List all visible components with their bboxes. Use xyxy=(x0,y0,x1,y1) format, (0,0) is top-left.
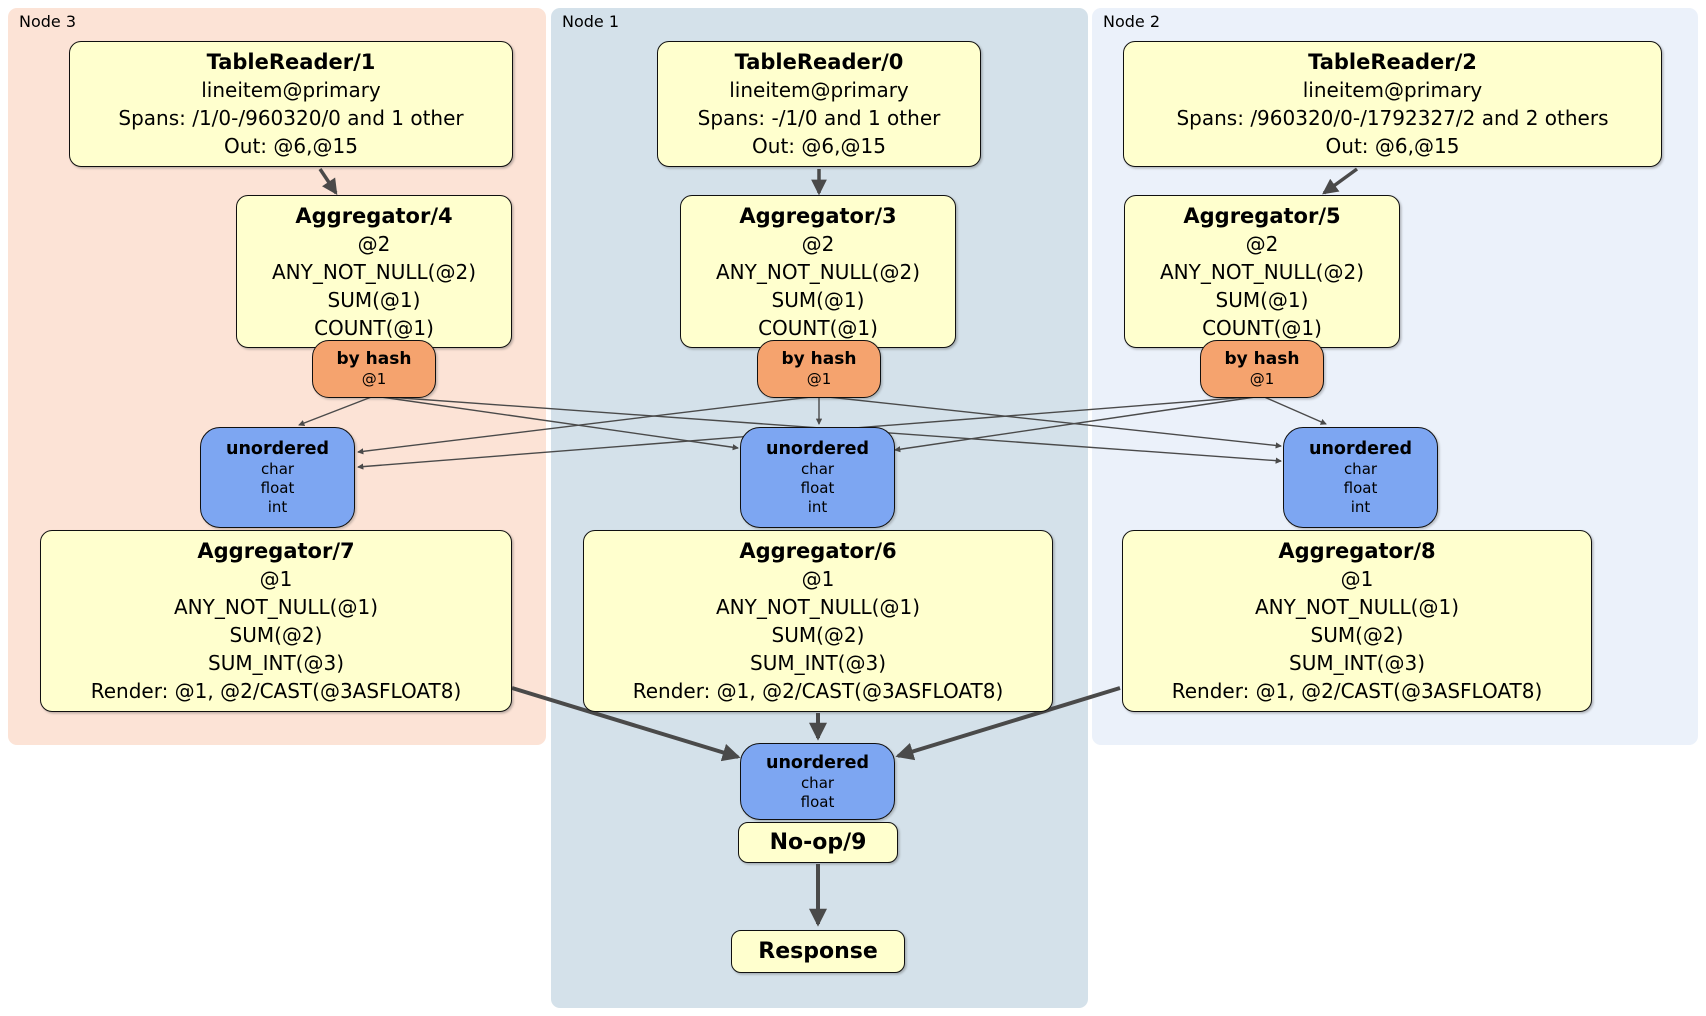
hash-router-4: by hash @1 xyxy=(312,340,436,398)
tablereader-2-out: Out: @6,@15 xyxy=(1325,134,1460,158)
aggregator-4-box: Aggregator/4 @2 ANY_NOT_NULL(@2) SUM(@1)… xyxy=(236,195,512,348)
aggregator-8-line: Render: @1, @2/CAST(@3ASFLOAT8) xyxy=(1171,679,1543,703)
hash-router-5-key: @1 xyxy=(1249,370,1275,388)
tablereader-2-spans: Spans: /960320/0-/1792327/2 and 2 others xyxy=(1176,106,1609,130)
node1-label: Node 1 xyxy=(562,12,620,31)
tablereader-0-box: TableReader/0 lineitem@primary Spans: -/… xyxy=(657,41,981,167)
hash-router-3: by hash @1 xyxy=(757,340,881,398)
aggregator-7-box: Aggregator/7 @1 ANY_NOT_NULL(@1) SUM(@2)… xyxy=(40,530,512,712)
hash-router-5: by hash @1 xyxy=(1200,340,1324,398)
aggregator-7-line: @1 xyxy=(259,567,293,591)
response-title: Response xyxy=(758,938,878,964)
final-unordered-sync-label: unordered xyxy=(766,752,869,773)
tablereader-1-title: TableReader/1 xyxy=(206,50,376,74)
aggregator-8-line: @1 xyxy=(1340,567,1374,591)
aggregator-7-line: SUM_INT(@3) xyxy=(208,651,344,675)
tablereader-1-spans: Spans: /1/0-/960320/0 and 1 other xyxy=(118,106,464,130)
node3-label: Node 3 xyxy=(19,12,77,31)
aggregator-8-line: SUM_INT(@3) xyxy=(1289,651,1425,675)
aggregator-6-line: ANY_NOT_NULL(@1) xyxy=(716,595,920,619)
sync-type: float xyxy=(800,479,835,497)
aggregator-4-line: ANY_NOT_NULL(@2) xyxy=(272,259,476,284)
response-box: Response xyxy=(731,930,905,973)
aggregator-5-box: Aggregator/5 @2 ANY_NOT_NULL(@2) SUM(@1)… xyxy=(1124,195,1400,348)
aggregator-8-line: SUM(@2) xyxy=(1310,623,1404,647)
hash-router-3-label: by hash xyxy=(781,349,857,369)
aggregator-8-line: ANY_NOT_NULL(@1) xyxy=(1255,595,1459,619)
aggregator-6-line: SUM_INT(@3) xyxy=(750,651,886,675)
aggregator-4-line: @2 xyxy=(357,231,391,256)
aggregator-6-line: Render: @1, @2/CAST(@3ASFLOAT8) xyxy=(632,679,1004,703)
sync-type: float xyxy=(260,479,295,497)
unordered-sync-center-label: unordered xyxy=(766,439,869,459)
sync-type: int xyxy=(267,498,288,516)
hash-router-4-key: @1 xyxy=(361,370,387,388)
aggregator-4-line: SUM(@1) xyxy=(327,287,421,312)
hash-router-4-label: by hash xyxy=(336,349,412,369)
tablereader-2-box: TableReader/2 lineitem@primary Spans: /9… xyxy=(1123,41,1662,167)
aggregator-8-title: Aggregator/8 xyxy=(1278,539,1436,563)
noop-title: No-op/9 xyxy=(769,829,867,855)
aggregator-5-line: SUM(@1) xyxy=(1215,287,1309,312)
tablereader-2-title: TableReader/2 xyxy=(1308,50,1477,74)
unordered-sync-right: unordered char float int xyxy=(1283,427,1438,528)
tablereader-0-out: Out: @6,@15 xyxy=(752,134,886,158)
aggregator-3-title: Aggregator/3 xyxy=(739,203,897,228)
tablereader-1-out: Out: @6,@15 xyxy=(224,134,358,158)
unordered-sync-right-label: unordered xyxy=(1309,439,1412,459)
aggregator-6-line: SUM(@2) xyxy=(771,623,865,647)
aggregator-4-title: Aggregator/4 xyxy=(295,203,453,228)
tablereader-1-box: TableReader/1 lineitem@primary Spans: /1… xyxy=(69,41,513,167)
noop-box: No-op/9 xyxy=(738,822,898,863)
aggregator-3-line: ANY_NOT_NULL(@2) xyxy=(716,259,920,284)
aggregator-5-line: ANY_NOT_NULL(@2) xyxy=(1160,259,1364,284)
sync-type: char xyxy=(800,460,835,478)
aggregator-6-line: @1 xyxy=(801,567,835,591)
unordered-sync-center: unordered char float int xyxy=(740,427,895,528)
hash-router-5-label: by hash xyxy=(1224,349,1300,369)
sync-type: float xyxy=(1343,479,1378,497)
tablereader-2-index: lineitem@primary xyxy=(1302,78,1483,102)
hash-router-3-key: @1 xyxy=(806,370,832,388)
unordered-sync-left-label: unordered xyxy=(226,439,329,459)
node2-label: Node 2 xyxy=(1103,12,1161,31)
final-unordered-sync: unordered char float xyxy=(740,743,895,820)
tablereader-0-title: TableReader/0 xyxy=(734,50,904,74)
sync-type: char xyxy=(260,460,295,478)
aggregator-3-line: COUNT(@1) xyxy=(758,315,878,340)
aggregator-7-title: Aggregator/7 xyxy=(197,539,355,563)
aggregator-6-box: Aggregator/6 @1 ANY_NOT_NULL(@1) SUM(@2)… xyxy=(583,530,1053,712)
aggregator-7-line: Render: @1, @2/CAST(@3ASFLOAT8) xyxy=(90,679,462,703)
sync-type: float xyxy=(800,792,835,811)
sync-type: int xyxy=(807,498,828,516)
tablereader-0-spans: Spans: -/1/0 and 1 other xyxy=(697,106,941,130)
tablereader-1-index: lineitem@primary xyxy=(201,78,381,102)
aggregator-4-line: COUNT(@1) xyxy=(314,315,434,340)
aggregator-3-line: SUM(@1) xyxy=(771,287,865,312)
sync-type: char xyxy=(800,773,835,792)
sync-type: int xyxy=(1350,498,1371,516)
aggregator-5-line: COUNT(@1) xyxy=(1202,315,1322,340)
aggregator-7-line: SUM(@2) xyxy=(229,623,323,647)
aggregator-5-title: Aggregator/5 xyxy=(1183,203,1341,228)
unordered-sync-left: unordered char float int xyxy=(200,427,355,528)
aggregator-3-line: @2 xyxy=(801,231,835,256)
aggregator-8-box: Aggregator/8 @1 ANY_NOT_NULL(@1) SUM(@2)… xyxy=(1122,530,1592,712)
aggregator-3-box: Aggregator/3 @2 ANY_NOT_NULL(@2) SUM(@1)… xyxy=(680,195,956,348)
aggregator-7-line: ANY_NOT_NULL(@1) xyxy=(174,595,378,619)
aggregator-6-title: Aggregator/6 xyxy=(739,539,897,563)
tablereader-0-index: lineitem@primary xyxy=(729,78,909,102)
aggregator-5-line: @2 xyxy=(1245,231,1279,256)
sync-type: char xyxy=(1343,460,1378,478)
